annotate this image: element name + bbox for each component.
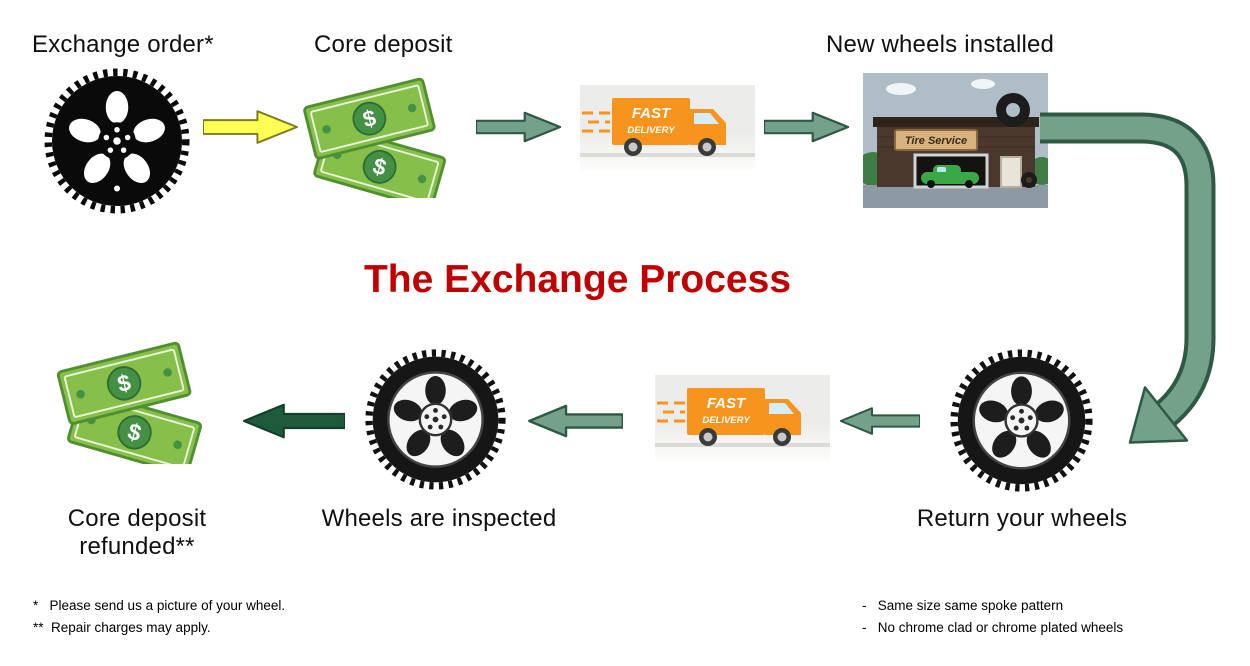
page-title: The Exchange Process bbox=[363, 258, 792, 301]
arrow-left-green-icon bbox=[840, 404, 920, 438]
truck-text-fast: FAST bbox=[632, 105, 672, 122]
label-wheels-are-inspected: Wheels are inspected bbox=[321, 505, 557, 532]
curved-arrow-icon bbox=[1040, 98, 1245, 460]
white-wheel-icon-inspected bbox=[363, 347, 508, 492]
label-core-deposit-refunded-line1: Core deposit bbox=[67, 505, 207, 532]
arrow-left-dark-green-icon bbox=[243, 402, 345, 440]
arrow-right-yellow-icon bbox=[203, 109, 298, 145]
arrow-left-green-icon bbox=[528, 404, 623, 438]
label-core-deposit: Core deposit bbox=[314, 31, 453, 58]
arrow-right-green-icon bbox=[476, 110, 561, 144]
truck-text-delivery: DELIVERY bbox=[702, 415, 751, 426]
tire-shop-icon: Tire Service bbox=[863, 73, 1048, 208]
label-return-your-wheels: Return your wheels bbox=[916, 505, 1128, 532]
shop-sign-text: Tire Service bbox=[905, 135, 967, 147]
delivery-truck-icon: FAST DELIVERY bbox=[655, 375, 830, 460]
money-icon-core-deposit: $ $ bbox=[296, 76, 474, 198]
delivery-truck-icon: FAST DELIVERY bbox=[580, 85, 755, 170]
truck-text-delivery: DELIVERY bbox=[627, 125, 676, 136]
truck-text-fast: FAST bbox=[707, 395, 747, 412]
label-new-wheels-installed: New wheels installed bbox=[826, 31, 1055, 58]
footnote-same-size: - Same size same spoke pattern bbox=[862, 598, 1064, 613]
label-exchange-order: Exchange order* bbox=[32, 31, 214, 58]
label-core-deposit-refunded-line2: refunded** bbox=[79, 533, 195, 560]
arrow-right-green-icon bbox=[764, 110, 849, 144]
black-wheel-icon bbox=[42, 66, 192, 216]
footnote-picture-of-wheel: * Please send us a picture of your wheel… bbox=[33, 598, 286, 613]
footnote-repair-charges: ** Repair charges may apply. bbox=[33, 620, 211, 635]
footnote-no-chrome: - No chrome clad or chrome plated wheels bbox=[862, 620, 1124, 635]
money-icon-refund: $ $ bbox=[50, 340, 230, 464]
white-wheel-icon-return bbox=[948, 347, 1095, 494]
